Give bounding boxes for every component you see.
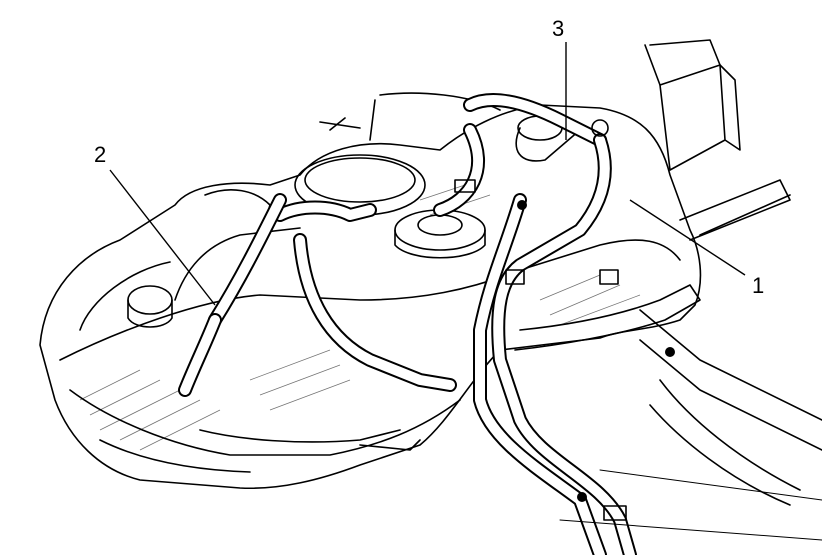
fuel-tank (39, 92, 702, 490)
callout-2: 2 (94, 142, 106, 167)
hoses (178, 93, 637, 555)
callout-1: 1 (752, 273, 764, 298)
filler-cap (127, 285, 173, 328)
sender-unit (394, 209, 486, 259)
callout-3: 3 (552, 16, 564, 41)
leader-1 (629, 199, 746, 276)
leader-lines (109, 42, 746, 306)
clamps (454, 119, 675, 521)
leader-2 (109, 169, 216, 306)
canister (644, 39, 741, 171)
tank-shading (79, 179, 641, 451)
chassis-rails (559, 179, 822, 541)
